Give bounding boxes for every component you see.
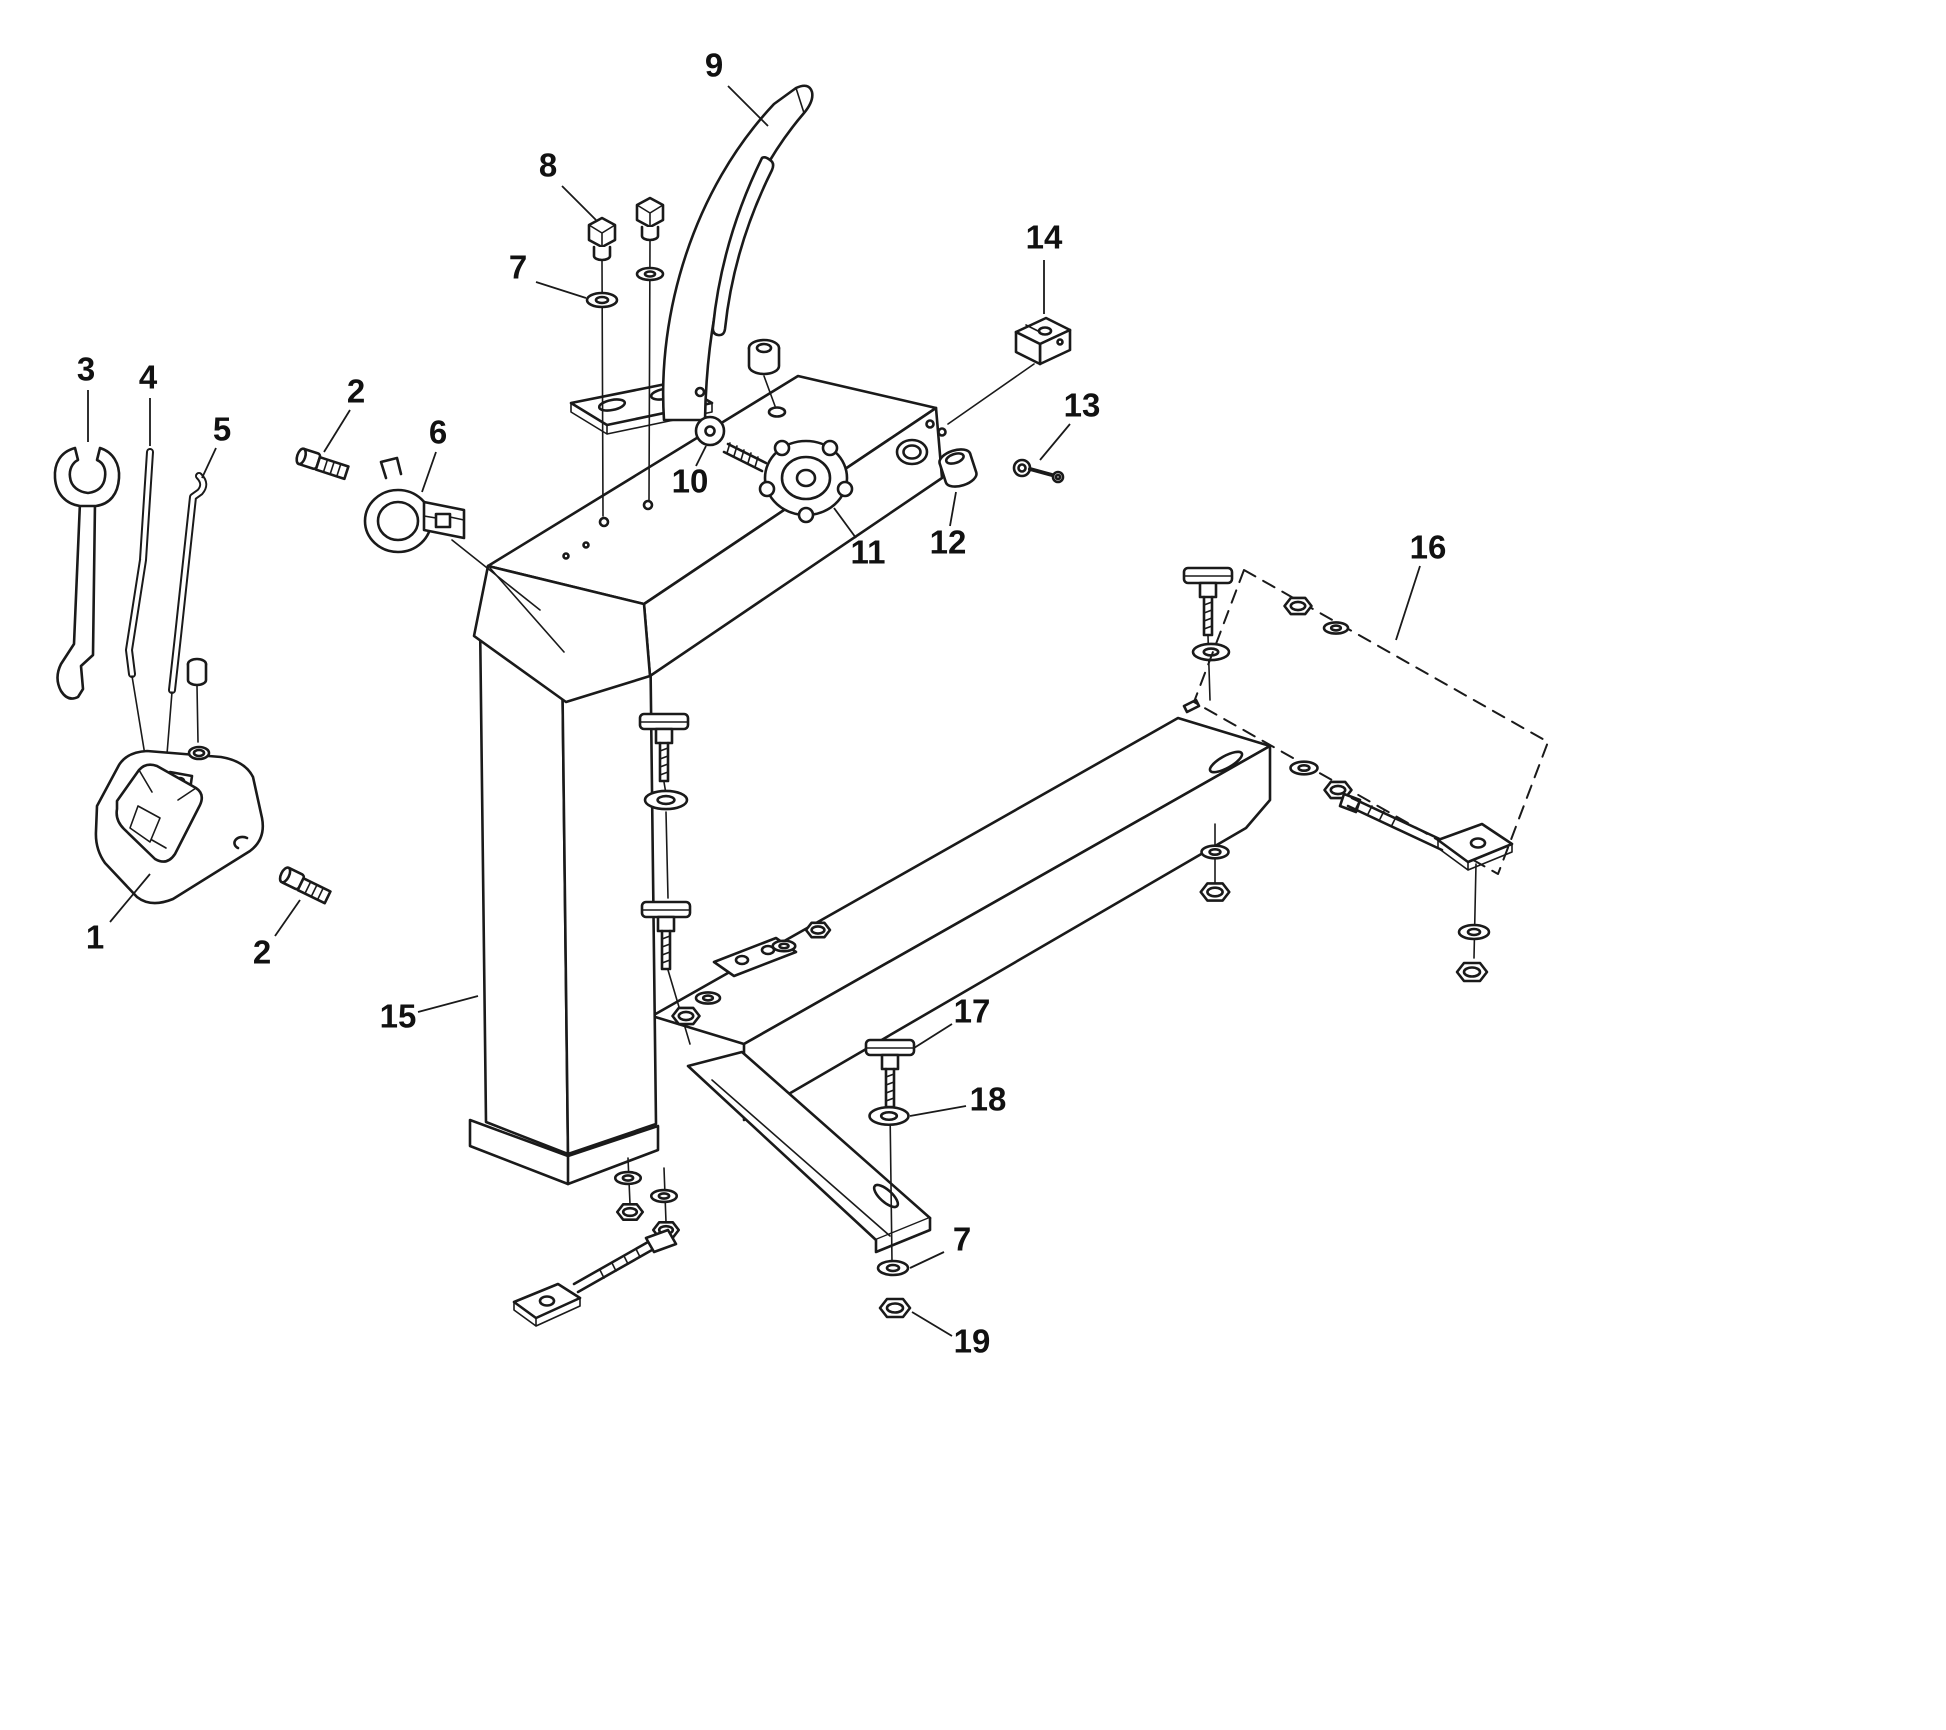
callout-label-15-17: 15 xyxy=(380,998,417,1035)
callout-leader-8-1 xyxy=(562,186,596,220)
part-15-base-beam xyxy=(652,700,1270,1120)
callout-leader-16-12 xyxy=(1396,566,1420,640)
part-15-head xyxy=(474,376,946,702)
part-4-hex-key xyxy=(129,452,152,798)
callout-leader-2-15 xyxy=(275,900,300,936)
callout-leader-7-3 xyxy=(536,282,586,298)
part-10-washer xyxy=(696,417,724,445)
callout-label-7-19: 7 xyxy=(953,1221,971,1258)
part-15-column xyxy=(470,618,658,1184)
callout-label-12-11: 12 xyxy=(930,524,967,561)
hardware-tbolt-mid-lower xyxy=(640,900,832,1044)
callout-leader-2-6 xyxy=(324,410,350,452)
part-storage-screw xyxy=(188,659,206,742)
callout-leader-13-7 xyxy=(1040,424,1070,460)
hardware-tbolt-mid-left xyxy=(638,712,690,898)
callout-leader-15-17 xyxy=(418,996,478,1012)
part-11-knob xyxy=(724,441,852,522)
part-2-bolt-bottom xyxy=(278,866,332,903)
part-2-bolt-top xyxy=(295,448,349,479)
callout-label-2-15: 2 xyxy=(253,934,271,971)
callout-label-7-3: 7 xyxy=(509,249,527,286)
callout-label-5-8: 5 xyxy=(213,411,231,448)
callout-label-6-9: 6 xyxy=(429,414,447,451)
callout-label-16-12: 16 xyxy=(1410,529,1447,566)
callout-leader-9-0 xyxy=(728,86,768,126)
callout-leader-5-8 xyxy=(202,448,216,478)
hardware-tbolt-right xyxy=(1182,566,1234,700)
callout-leader-7-19 xyxy=(910,1252,944,1268)
callout-leader-12-11 xyxy=(950,492,956,526)
part-boss-cylinder xyxy=(749,340,779,406)
callout-label-8-1: 8 xyxy=(539,147,557,184)
part-16-hardware-kit xyxy=(1194,570,1548,983)
part-6-clamp xyxy=(365,458,540,610)
callout-leader-19-20 xyxy=(912,1312,952,1336)
callout-label-1-14: 1 xyxy=(86,919,104,956)
part-3-wrench xyxy=(55,448,119,699)
callout-label-19-20: 19 xyxy=(954,1323,991,1360)
callout-leader-17-16 xyxy=(914,1024,952,1048)
part-8-bolt-second xyxy=(637,198,663,500)
callout-leader-10-10 xyxy=(696,446,706,466)
callout-label-11-13: 11 xyxy=(851,534,886,571)
callout-label-2-6: 2 xyxy=(347,373,365,410)
callout-label-18-18: 18 xyxy=(970,1081,1007,1118)
callout-leader-18-18 xyxy=(910,1106,966,1116)
callout-label-13-7: 13 xyxy=(1064,387,1101,424)
part-1-housing xyxy=(96,747,263,903)
callout-label-17-16: 17 xyxy=(954,993,991,1030)
part-9-curved-arm xyxy=(571,86,812,434)
hardware-under-column xyxy=(614,1158,680,1239)
part-12-collar xyxy=(937,446,979,490)
part-19-nut xyxy=(878,1297,912,1319)
callout-label-9-0: 9 xyxy=(705,47,723,84)
part-8-bolt xyxy=(589,218,615,516)
callout-leader-1-14 xyxy=(110,874,150,922)
part-7-washer-top xyxy=(587,293,617,307)
part-7-washer-bottom xyxy=(876,1259,910,1277)
part-18-washer xyxy=(867,1105,911,1262)
callout-label-14-2: 14 xyxy=(1026,219,1063,256)
hardware-under-beam-right xyxy=(1199,824,1231,902)
callout-label-4-5: 4 xyxy=(139,359,158,396)
part-14-bracket xyxy=(948,318,1070,424)
callout-leader-6-9 xyxy=(422,452,436,492)
callout-label-10-10: 10 xyxy=(672,463,709,500)
part-17-tbolt xyxy=(864,1038,916,1109)
part-rod-bottom xyxy=(514,1230,676,1326)
part-13-screw xyxy=(1014,460,1063,482)
part-foot-bracket xyxy=(688,1052,930,1252)
callout-label-3-4: 3 xyxy=(77,351,95,388)
callout-leader-11-13 xyxy=(834,508,856,538)
